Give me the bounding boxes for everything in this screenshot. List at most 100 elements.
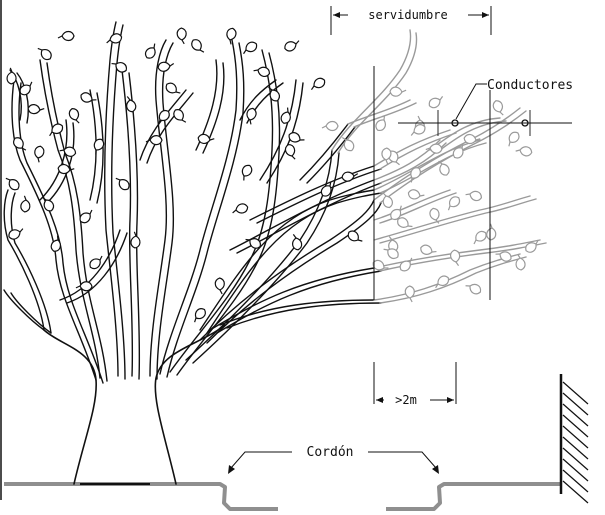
leaf-icon xyxy=(130,231,141,249)
leaf-icon xyxy=(37,47,52,61)
pruned-branch xyxy=(373,239,541,269)
leaf-icon xyxy=(34,145,45,163)
leaf-icon xyxy=(8,228,24,240)
leaf-icon xyxy=(447,196,461,211)
leaf-icon xyxy=(243,41,258,55)
branch-edge xyxy=(192,152,340,364)
leaf-icon xyxy=(80,92,97,103)
leaf-icon xyxy=(407,189,425,200)
leaf-icon xyxy=(390,205,402,220)
leaf-icon xyxy=(68,108,80,124)
leaf-icon xyxy=(341,171,359,182)
easement-lines xyxy=(373,66,491,300)
leaf-icon xyxy=(6,67,17,85)
leaf-icon xyxy=(389,86,407,97)
leaf-icon xyxy=(410,167,421,183)
branch-edge xyxy=(18,82,104,384)
branch-edge xyxy=(206,202,382,344)
pruned-branch-edge xyxy=(379,198,537,244)
pruned-branch xyxy=(347,99,411,125)
branch-edge xyxy=(306,126,356,184)
branch xyxy=(199,199,375,341)
leaf-icon xyxy=(381,147,392,165)
branch xyxy=(121,69,134,377)
leaf-icon xyxy=(288,132,305,143)
leaf-icon xyxy=(246,107,257,125)
leaf-icon xyxy=(194,308,206,323)
hatch-line xyxy=(562,392,589,416)
leaf-icon xyxy=(420,244,437,255)
leaf-icon xyxy=(341,136,355,152)
branch xyxy=(149,39,168,377)
conductor-icon xyxy=(521,119,529,127)
ground-line xyxy=(4,482,560,511)
leaf-icon xyxy=(165,82,181,94)
branch-edge xyxy=(146,92,194,164)
building-wall xyxy=(559,374,589,504)
hatch-line xyxy=(562,469,589,493)
branch-edge xyxy=(10,192,52,334)
leaf-icon xyxy=(232,203,249,214)
distance-label: >2m xyxy=(395,393,417,407)
leaf-icon xyxy=(226,27,237,45)
leaf-icon xyxy=(382,192,394,209)
branch xyxy=(39,59,101,379)
leaf-icon xyxy=(42,196,55,212)
hatch-line xyxy=(562,436,589,460)
leaf-icon xyxy=(465,283,482,295)
leaf-icon xyxy=(399,257,413,272)
leaf-icon xyxy=(310,77,326,91)
leaf-icon xyxy=(93,138,105,155)
branch xyxy=(11,79,97,381)
leaf-icon xyxy=(280,107,291,124)
conductor-icon xyxy=(451,119,459,127)
leaf-icon xyxy=(126,96,137,113)
branch xyxy=(159,39,238,375)
branch-edge xyxy=(166,42,245,378)
conductores-leader xyxy=(455,83,487,120)
pruned-branch-edge xyxy=(379,132,457,170)
branch-edge xyxy=(156,42,175,380)
leaf-icon xyxy=(508,131,520,147)
branch-edge xyxy=(10,292,52,334)
branch-edge xyxy=(128,72,141,380)
pruned-branch xyxy=(373,129,451,167)
leaf-icon xyxy=(59,146,77,157)
leaf-icon xyxy=(383,248,399,260)
hatch-line xyxy=(562,447,589,471)
branch xyxy=(39,119,68,201)
leaf-icon xyxy=(197,133,215,144)
leaf-icon xyxy=(435,275,450,289)
leaf-icon xyxy=(292,234,303,251)
branch xyxy=(104,21,119,377)
leaf-icon xyxy=(268,86,280,102)
pruned-branch-edge xyxy=(379,192,457,224)
leaf-icon xyxy=(397,217,413,228)
leaf-icon xyxy=(57,30,75,42)
pruned-branch-edge xyxy=(353,102,417,128)
pruned-branch-edge xyxy=(379,256,527,304)
leaf-icon xyxy=(173,109,187,123)
branch-edge xyxy=(202,62,225,154)
leaf-icon xyxy=(410,124,426,136)
leaf-icon xyxy=(284,40,300,52)
servidumbre-label: servidumbre xyxy=(368,8,447,22)
branch xyxy=(229,179,375,251)
pruned-branch xyxy=(373,189,451,221)
branch-edge xyxy=(111,24,126,380)
pruned-branch-edge xyxy=(379,142,487,194)
branch-edge xyxy=(256,168,382,224)
servidumbre-dimension xyxy=(330,6,492,35)
leaf-icon xyxy=(320,181,332,197)
pruned-branch xyxy=(373,195,531,241)
leaf-icon xyxy=(111,62,127,73)
distance-dimension xyxy=(373,362,457,404)
leaf-icon xyxy=(157,61,175,72)
pruned-branch-edge xyxy=(337,32,418,154)
hatch-line xyxy=(562,480,589,504)
leaf-icon xyxy=(19,81,33,96)
branch-edge xyxy=(216,270,382,334)
leaf-icon xyxy=(106,33,123,44)
leaf-icon xyxy=(145,135,163,146)
hatch-line xyxy=(562,381,589,405)
